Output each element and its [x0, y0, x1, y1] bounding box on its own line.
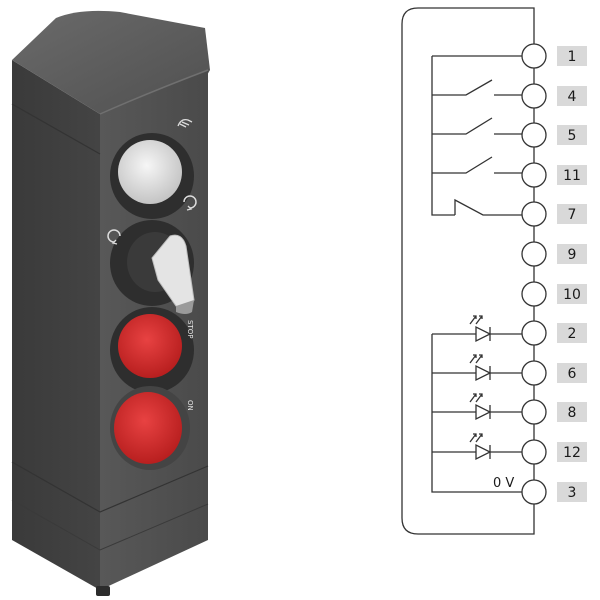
pin-terminal-5 — [521, 122, 547, 148]
pin-label-11: 11 — [563, 168, 581, 184]
pin-label-bg-2 — [557, 323, 587, 343]
pin-label-10: 10 — [563, 287, 581, 303]
housing-side-face — [12, 60, 100, 590]
pin-label-4: 4 — [568, 89, 577, 105]
pin-label-bg-8 — [557, 402, 587, 422]
svg-text:ON: ON — [186, 400, 194, 411]
pin-terminal-3 — [521, 479, 547, 505]
pin-group: 1 4 5 11 7 9 10 2 6 8 12 3 — [521, 43, 587, 505]
button-3-cap[interactable] — [118, 314, 182, 378]
led-4 — [432, 433, 522, 461]
led-1 — [432, 315, 522, 343]
pin-label-bg-11 — [557, 165, 587, 185]
svg-text:STOP: STOP — [186, 320, 194, 338]
pin-label-9: 9 — [568, 247, 577, 263]
housing-seam-top — [11, 103, 101, 155]
housing-edge — [99, 69, 209, 115]
pin-label-bg-4 — [557, 86, 587, 106]
pin-terminal-10 — [521, 281, 547, 307]
pin-label-bg-1 — [557, 46, 587, 66]
switch-to-pin-4 — [432, 79, 522, 96]
led-3 — [432, 393, 522, 421]
diagram-frame — [401, 7, 535, 535]
pin-terminal-9 — [521, 241, 547, 267]
pin-label-bg-6 — [557, 363, 587, 383]
switch-to-pin-11 — [432, 156, 522, 174]
led-2 — [432, 354, 522, 382]
pin-label-5: 5 — [568, 128, 577, 144]
housing-seam-bottom — [11, 461, 209, 513]
selector-lever-shade — [176, 300, 194, 314]
pin-terminal-2 — [521, 320, 547, 346]
switch-bus — [431, 56, 455, 216]
pin-label-12: 12 — [563, 445, 581, 461]
pin-label-bg-5 — [557, 125, 587, 145]
on-mark: ON — [186, 400, 194, 411]
pin-terminal-1 — [521, 43, 547, 69]
connector-nub — [96, 586, 110, 596]
rotate-left-icon — [107, 229, 121, 245]
pin-terminal-11 — [521, 162, 547, 188]
pin-terminal-6 — [521, 360, 547, 386]
pin-label-7: 7 — [568, 207, 577, 223]
pin-terminal-8 — [521, 399, 547, 425]
pin-terminal-4 — [521, 83, 547, 109]
pin-label-8: 8 — [568, 405, 577, 421]
rotate-right-icon — [183, 195, 197, 211]
pin-label-6: 6 — [568, 366, 577, 382]
pin-label-bg-9 — [557, 244, 587, 264]
switch-to-pin-5 — [432, 117, 522, 135]
pin-label-2: 2 — [568, 326, 577, 342]
pin-label-bg-7 — [557, 204, 587, 224]
button-1-cap[interactable] — [118, 140, 182, 204]
ground-label: 0 V — [493, 476, 514, 491]
pin-label-bg-3 — [557, 482, 587, 502]
switch-to-pin-7 — [454, 198, 522, 216]
pin-terminal-12 — [521, 439, 547, 465]
pin-label-3: 3 — [568, 485, 577, 501]
housing-seam-lower — [11, 499, 209, 551]
stop-mark: STOP — [186, 320, 194, 338]
led-bus — [431, 334, 522, 493]
pin-label-1: 1 — [568, 49, 577, 65]
hand-icon — [177, 118, 193, 128]
pin-label-bg-10 — [557, 284, 587, 304]
led-group — [432, 315, 522, 461]
pin-terminal-7 — [521, 201, 547, 227]
button-4-cap[interactable] — [114, 392, 182, 464]
pin-label-bg-12 — [557, 442, 587, 462]
